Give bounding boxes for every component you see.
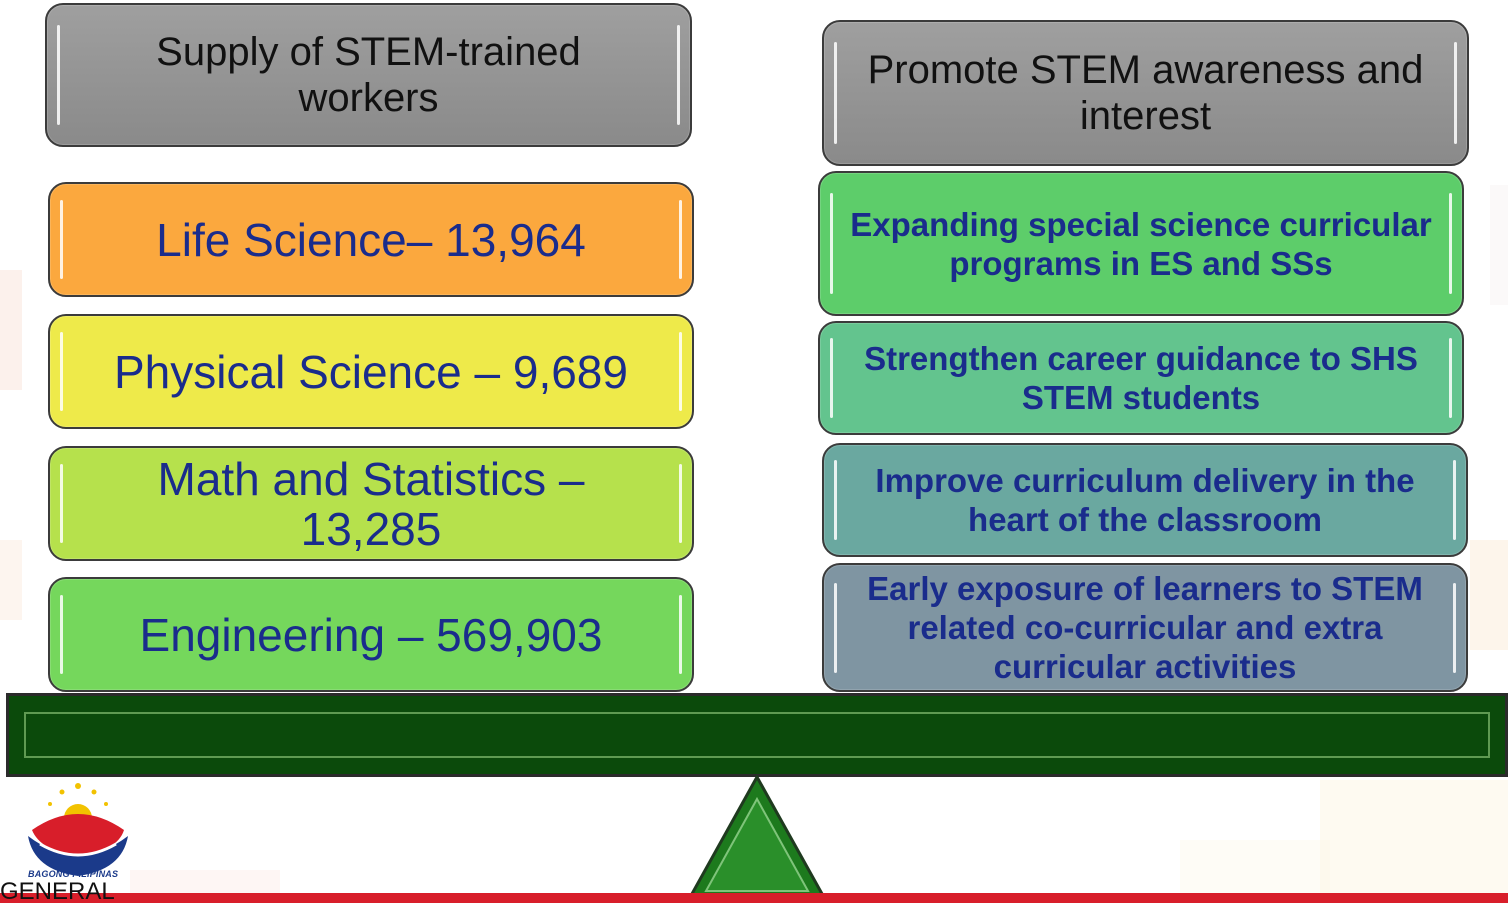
promote-header-box: Promote STEM awareness and interest: [822, 20, 1469, 166]
background-tile: [1470, 540, 1508, 650]
footer-red-band: [0, 893, 1508, 903]
promote-header-text: Promote STEM awareness and interest: [867, 48, 1424, 138]
background-tile: [1180, 840, 1330, 903]
supply-item-label: Engineering – 569,903: [139, 608, 603, 661]
supply-item-math-statistics: Math and Statistics – 13,285: [48, 446, 694, 561]
supply-header-box: Supply of STEM-trained workers: [45, 3, 692, 147]
balance-beam: [6, 693, 1508, 777]
strategy-item-early-exposure: Early exposure of learners to STEM relat…: [822, 563, 1468, 692]
background-tile: [0, 540, 22, 620]
supply-item-engineering: Engineering – 569,903: [48, 577, 694, 692]
supply-item-physical-science: Physical Science – 9,689: [48, 314, 694, 429]
strategy-item-label: Expanding special science curricular pro…: [850, 205, 1432, 282]
fulcrum-triangle: [686, 775, 828, 903]
supply-item-label: Physical Science – 9,689: [114, 345, 628, 398]
bagong-pilipinas-logo-icon: [28, 783, 128, 876]
background-tile: [1320, 780, 1508, 903]
strategy-item-career-guidance: Strengthen career guidance to SHS STEM s…: [818, 321, 1464, 435]
background-tile: [0, 270, 22, 390]
supply-header-text: Supply of STEM-trained workers: [156, 30, 581, 120]
logo-text: BAGONG PILIPINAS: [28, 869, 119, 879]
supply-item-label: Math and Statistics – 13,285: [157, 452, 585, 555]
strategy-item-special-science: Expanding special science curricular pro…: [818, 171, 1464, 316]
strategy-item-label: Strengthen career guidance to SHS STEM s…: [864, 340, 1418, 416]
supply-item-life-science: Life Science– 13,964: [48, 182, 694, 297]
supply-item-label: Life Science– 13,964: [156, 213, 586, 266]
balance-beam-inner-frame: [24, 712, 1490, 758]
background-tile: [1490, 185, 1508, 305]
footer-general-text: GENERAL: [0, 878, 115, 905]
strategy-item-label: Early exposure of learners to STEM relat…: [867, 570, 1423, 685]
strategy-item-label: Improve curriculum delivery in the heart…: [875, 462, 1415, 538]
strategy-item-curriculum-delivery: Improve curriculum delivery in the heart…: [822, 443, 1468, 557]
